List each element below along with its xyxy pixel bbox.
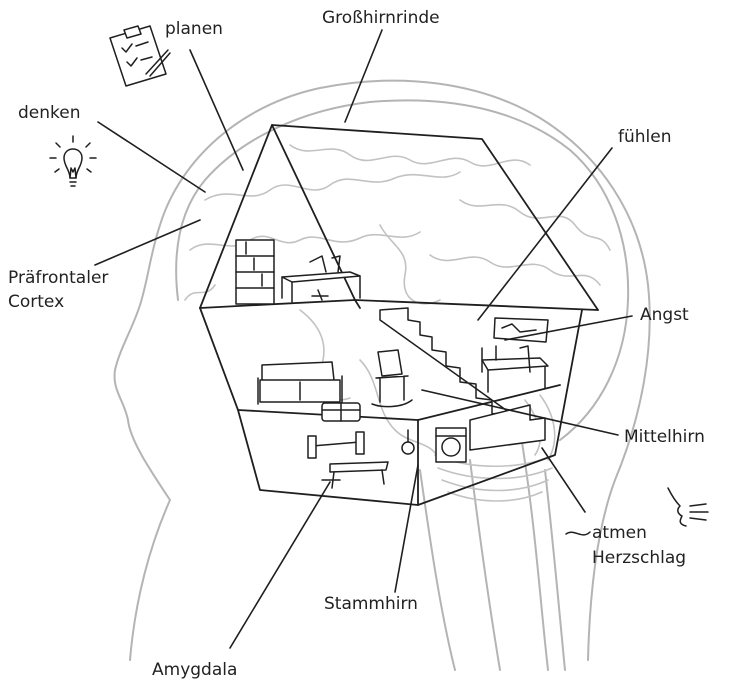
leader-grosshirnrinde <box>345 30 382 122</box>
bookshelf <box>236 240 274 304</box>
weight-bench <box>308 432 388 488</box>
leader-praefrontaler <box>95 220 200 265</box>
dining-table <box>482 346 548 392</box>
desk <box>282 256 360 302</box>
leader-fuehlen <box>478 148 612 320</box>
label-angst: Angst <box>640 305 689 325</box>
sofa <box>258 362 342 404</box>
leader-stammhirn <box>395 465 418 592</box>
label-mittelhirn: Mittelhirn <box>624 427 705 447</box>
label-fuehlen: fühlen <box>618 127 672 147</box>
label-atmen: atmen <box>592 523 647 543</box>
leader-lines <box>95 30 632 648</box>
label-denken: denken <box>18 103 81 123</box>
lightbulb-icon <box>50 136 96 186</box>
label-grosshirnrinde: Großhirnrinde <box>322 8 440 28</box>
picture-frame <box>494 318 548 342</box>
label-planen: planen <box>165 19 223 39</box>
label-stammhirn: Stammhirn <box>324 594 418 614</box>
leader-planen <box>190 50 243 170</box>
label-praefrontaler-line1: Präfrontaler <box>8 268 108 288</box>
label-herzschlag: Herzschlag <box>592 548 686 568</box>
chest <box>322 403 360 421</box>
label-praefrontaler-line2: Cortex <box>8 292 64 312</box>
leader-denken <box>98 122 205 192</box>
leader-amygdala <box>230 482 330 648</box>
label-amygdala: Amygdala <box>152 660 237 680</box>
clipboard-icon <box>110 26 170 86</box>
washing-machine <box>436 428 466 462</box>
basement-bulb <box>402 430 414 454</box>
